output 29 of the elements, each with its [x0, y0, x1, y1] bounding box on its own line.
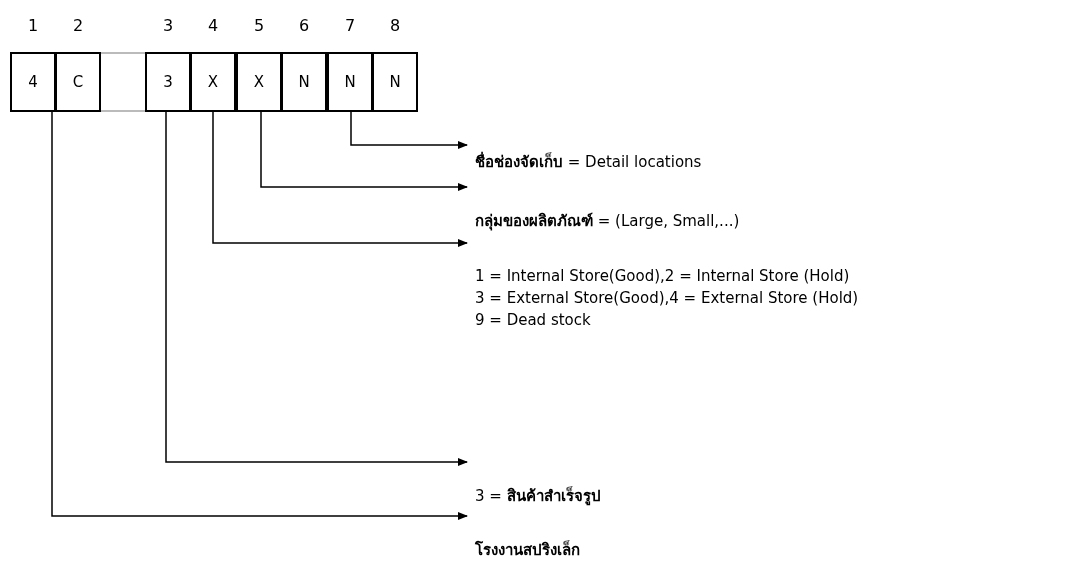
position-number: 2 — [72, 16, 84, 35]
arrow — [260, 111, 468, 191]
description-text: 3 = สินค้าสำเร็จรูป — [475, 484, 601, 508]
position-number: 8 — [389, 16, 401, 35]
arrow — [165, 111, 468, 466]
code-cell: C — [55, 52, 101, 112]
code-cell: 3 — [145, 52, 191, 112]
arrow — [350, 111, 468, 149]
description-line: 9 = Dead stock — [475, 310, 592, 331]
empty-cell — [100, 52, 146, 112]
arrow — [212, 111, 468, 247]
code-cell: N — [327, 52, 373, 112]
position-number: 7 — [344, 16, 356, 35]
description-line: 1 = Internal Store(Good),2 = Internal Store (Hold) — [475, 266, 851, 287]
description-text: โรงงานสปริงเล็ก — [475, 538, 580, 562]
code-cell: X — [236, 52, 282, 112]
description-text: กลุ่มของผลิตภัณฑ์ = (Large, Small,...) — [475, 209, 740, 233]
position-number: 1 — [27, 16, 39, 35]
code-cell: N — [281, 52, 327, 112]
description-text: ชื่อช่องจัดเก็บ = Detail locations — [475, 150, 702, 174]
position-number: 4 — [207, 16, 219, 35]
position-number: 3 — [162, 16, 174, 35]
arrow — [51, 111, 468, 520]
description-line: 3 = External Store(Good),4 = External Store (Hold) — [475, 288, 859, 309]
code-cell: N — [372, 52, 418, 112]
position-number: 6 — [298, 16, 310, 35]
code-cell: 4 — [10, 52, 56, 112]
code-cell: X — [190, 52, 236, 112]
position-number: 5 — [253, 16, 265, 35]
